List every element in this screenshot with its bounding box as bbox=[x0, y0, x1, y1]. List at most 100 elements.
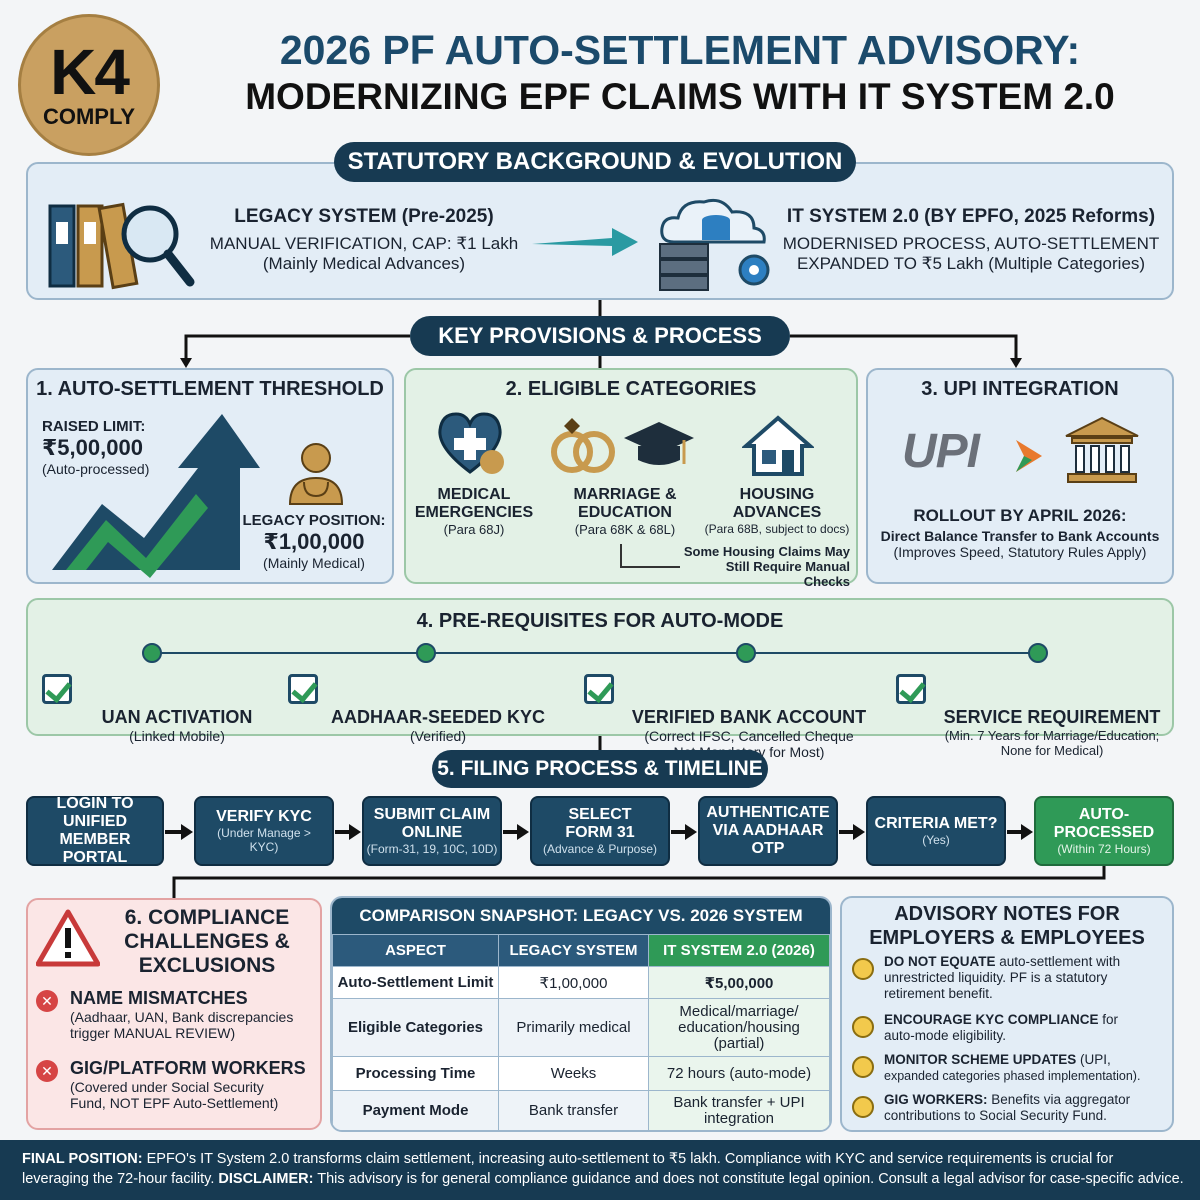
step-verify-kyc-t1: VERIFY KYC bbox=[216, 808, 312, 825]
prereq-item-bank: VERIFIED BANK ACCOUNT (Correct IFSC, Can… bbox=[584, 672, 874, 760]
table-header-aspect: ASPECT bbox=[332, 934, 499, 967]
check-icon bbox=[288, 674, 318, 704]
comparison-table: ASPECT LEGACY SYSTEM IT SYSTEM 2.0 (2026… bbox=[332, 934, 830, 1130]
table-row: Payment Mode Bank transfer Bank transfer… bbox=[332, 1090, 830, 1130]
advisory-item1-rest3: retirement benefit. bbox=[884, 986, 993, 1001]
advisory-item3-rest1: (UPI, bbox=[1076, 1052, 1111, 1067]
compliance-item-name: ✕ NAME MISMATCHES (Aadhaar, UAN, Bank di… bbox=[36, 988, 318, 1041]
upi-logo: UPI bbox=[902, 425, 980, 478]
table-cell-aspect: Eligible Categories bbox=[332, 998, 499, 1057]
house-icon bbox=[740, 414, 816, 478]
advisory-item4-bold: GIG WORKERS: bbox=[884, 1092, 988, 1107]
table-cell-it-line1: ₹5,00,000 bbox=[704, 974, 774, 992]
table-cell-it-line2: integration bbox=[703, 1109, 775, 1127]
compliance-item-gig: ✕ GIG/PLATFORM WORKERS (Covered under So… bbox=[36, 1058, 318, 1111]
table-header-row: ASPECT LEGACY SYSTEM IT SYSTEM 2.0 (2026… bbox=[332, 934, 830, 967]
footer-text1: EPFO's IT System 2.0 transforms claim se… bbox=[142, 1151, 1114, 1167]
table-cell-aspect: Auto-Settlement Limit bbox=[332, 966, 499, 999]
prereq-kyc-title: AADHAAR-SEEDED KYC bbox=[330, 707, 545, 727]
medical-heart-icon bbox=[436, 410, 508, 478]
step-auto-processed: AUTO- PROCESSED (Within 72 Hours) bbox=[1034, 796, 1174, 866]
threshold-title: 1. AUTO-SETTLEMENT THRESHOLD bbox=[36, 378, 384, 400]
table-cell-it-line1: Medical/marriage/ bbox=[679, 1002, 799, 1020]
footer-label1: FINAL POSITION: bbox=[22, 1151, 143, 1167]
doctor-icon bbox=[286, 440, 346, 506]
evolution-arrow-icon bbox=[532, 224, 642, 260]
comparison-title: COMPARISON SNAPSHOT: LEGACY VS. 2026 SYS… bbox=[332, 898, 830, 934]
category-marriage: MARRIAGE & EDUCATION (Para 68K & 68L) bbox=[550, 486, 700, 537]
housing-note: Some Housing Claims May Still Require Ma… bbox=[680, 544, 850, 589]
raised-limit-label: RAISED LIMIT: bbox=[42, 418, 146, 435]
step-login-t3: MEMBER PORTAL bbox=[59, 831, 131, 866]
advisory-item3-rest2: expanded categories phased implementatio… bbox=[884, 1069, 1141, 1083]
upi-title: 3. UPI INTEGRATION bbox=[921, 378, 1119, 400]
footer-line2: leveraging the 72-hour facility. DISCLAI… bbox=[22, 1169, 1184, 1189]
step-criteria-t1: CRITERIA MET? bbox=[874, 815, 998, 832]
step-verify-kyc-s2: KYC) bbox=[249, 840, 279, 854]
step-login-t2: UNIFIED bbox=[63, 813, 127, 830]
check-icon bbox=[896, 674, 926, 704]
step-submit-claim: SUBMIT CLAIM ONLINE (Form-31, 19, 10C, 1… bbox=[362, 796, 502, 866]
advisory-item1-rest1: auto-settlement with bbox=[995, 954, 1121, 969]
footer-text2: leveraging the 72-hour facility. bbox=[22, 1171, 219, 1187]
table-cell-it: Medical/marriage/ education/housing (par… bbox=[648, 998, 830, 1057]
table-header-legacy: LEGACY SYSTEM bbox=[498, 934, 649, 967]
step-authenticate-t3: OTP bbox=[751, 840, 785, 857]
step-auto-processed-s1: (Within 72 Hours) bbox=[1057, 842, 1151, 856]
logo-line1: K4 bbox=[50, 36, 130, 108]
compliance-title: 6. COMPLIANCE CHALLENGES & EXCLUSIONS bbox=[96, 906, 318, 978]
table-cell-it-line3: (partial) bbox=[713, 1034, 765, 1052]
advisory-title1: ADVISORY NOTES FOR bbox=[894, 903, 1120, 925]
compliance-title3: EXCLUSIONS bbox=[138, 954, 276, 977]
footer-label2: DISCLAIMER: bbox=[218, 1171, 314, 1187]
title-line2: MODERNIZING EPF CLAIMS WITH IT SYSTEM 2.… bbox=[245, 76, 1115, 117]
advisory-item4-rest2: contributions to Social Security Fund. bbox=[884, 1108, 1107, 1123]
table-header-it: IT SYSTEM 2.0 (2026) bbox=[648, 934, 830, 967]
prereq-panel bbox=[26, 598, 1174, 736]
compliance-gig-l2: Fund, NOT EPF Auto-Settlement) bbox=[70, 1095, 279, 1111]
step-authenticate-t2: VIA AADHAAR bbox=[712, 822, 824, 839]
legacy-position-label: LEGACY POSITION: bbox=[242, 512, 386, 529]
category-housing-name2: ADVANCES bbox=[732, 504, 822, 521]
cloud-server-icon bbox=[654, 192, 778, 296]
housing-note-line1: Some Housing Claims May bbox=[683, 544, 850, 559]
step-login: LOGIN TO UNIFIED MEMBER PORTAL bbox=[26, 795, 164, 866]
x-circle-icon: ✕ bbox=[36, 1060, 58, 1082]
category-medical-name2: EMERGENCIES bbox=[414, 504, 534, 521]
step-auto-processed-t1: AUTO- bbox=[1078, 806, 1130, 823]
lightbulb-icon bbox=[852, 1016, 874, 1038]
advisory-item2-rest1: for bbox=[1098, 1012, 1119, 1027]
compliance-name-l2: trigger MANUAL REVIEW) bbox=[70, 1025, 236, 1041]
step-arrows bbox=[0, 820, 1200, 844]
it-system-block: IT SYSTEM 2.0 (BY EPFO, 2025 Reforms) MO… bbox=[776, 206, 1166, 274]
table-cell-it-line2: education/housing bbox=[678, 1018, 800, 1036]
compliance-title2: CHALLENGES & bbox=[124, 930, 290, 953]
rings-icon bbox=[548, 416, 620, 476]
legacy-position-note: (Mainly Medical) bbox=[263, 555, 365, 571]
step-select-form-t1: SELECT bbox=[568, 806, 632, 823]
legacy-system-title: LEGACY SYSTEM (Pre-2025) bbox=[234, 206, 494, 227]
advisory-item2-rest2: auto-mode eligibility. bbox=[884, 1028, 1007, 1043]
category-medical: MEDICAL EMERGENCIES (Para 68J) bbox=[414, 486, 534, 537]
table-cell-legacy: ₹1,00,000 bbox=[498, 966, 649, 999]
step-verify-kyc-s1: (Under Manage > bbox=[217, 826, 311, 840]
graduation-cap-icon bbox=[622, 418, 696, 474]
legacy-position-block: LEGACY POSITION: ₹1,00,000 (Mainly Medic… bbox=[238, 512, 390, 571]
title-line1: 2026 PF AUTO-SETTLEMENT ADVISORY: bbox=[279, 27, 1081, 73]
advisory-item1-bold: DO NOT EQUATE bbox=[884, 954, 996, 969]
k4-comply-logo: K4 COMPLY bbox=[18, 14, 160, 156]
advisory-item4-rest1: Benefits via aggregator bbox=[987, 1092, 1131, 1107]
compliance-title1: 6. COMPLIANCE bbox=[124, 906, 290, 929]
step-submit-claim-t2: ONLINE bbox=[401, 824, 463, 841]
comparison-panel: COMPARISON SNAPSHOT: LEGACY VS. 2026 SYS… bbox=[330, 896, 832, 1132]
prereq-dot-4 bbox=[1028, 643, 1048, 663]
table-row: Eligible Categories Primarily medical Me… bbox=[332, 998, 830, 1057]
x-circle-icon: ✕ bbox=[36, 990, 58, 1012]
logo-line2: COMPLY bbox=[42, 104, 136, 129]
step-criteria-s1: (Yes) bbox=[922, 833, 950, 847]
upi-line1: Direct Balance Transfer to Bank Accounts bbox=[880, 528, 1160, 544]
table-row: Auto-Settlement Limit ₹1,00,000 ₹5,00,00… bbox=[332, 966, 830, 999]
advisory-item3-bold: MONITOR SCHEME UPDATES bbox=[884, 1052, 1077, 1067]
it-system-line1: MODERNISED PROCESS, AUTO-SETTLEMENT bbox=[782, 234, 1160, 253]
step-authenticate-t1: AUTHENTICATE bbox=[706, 804, 830, 821]
